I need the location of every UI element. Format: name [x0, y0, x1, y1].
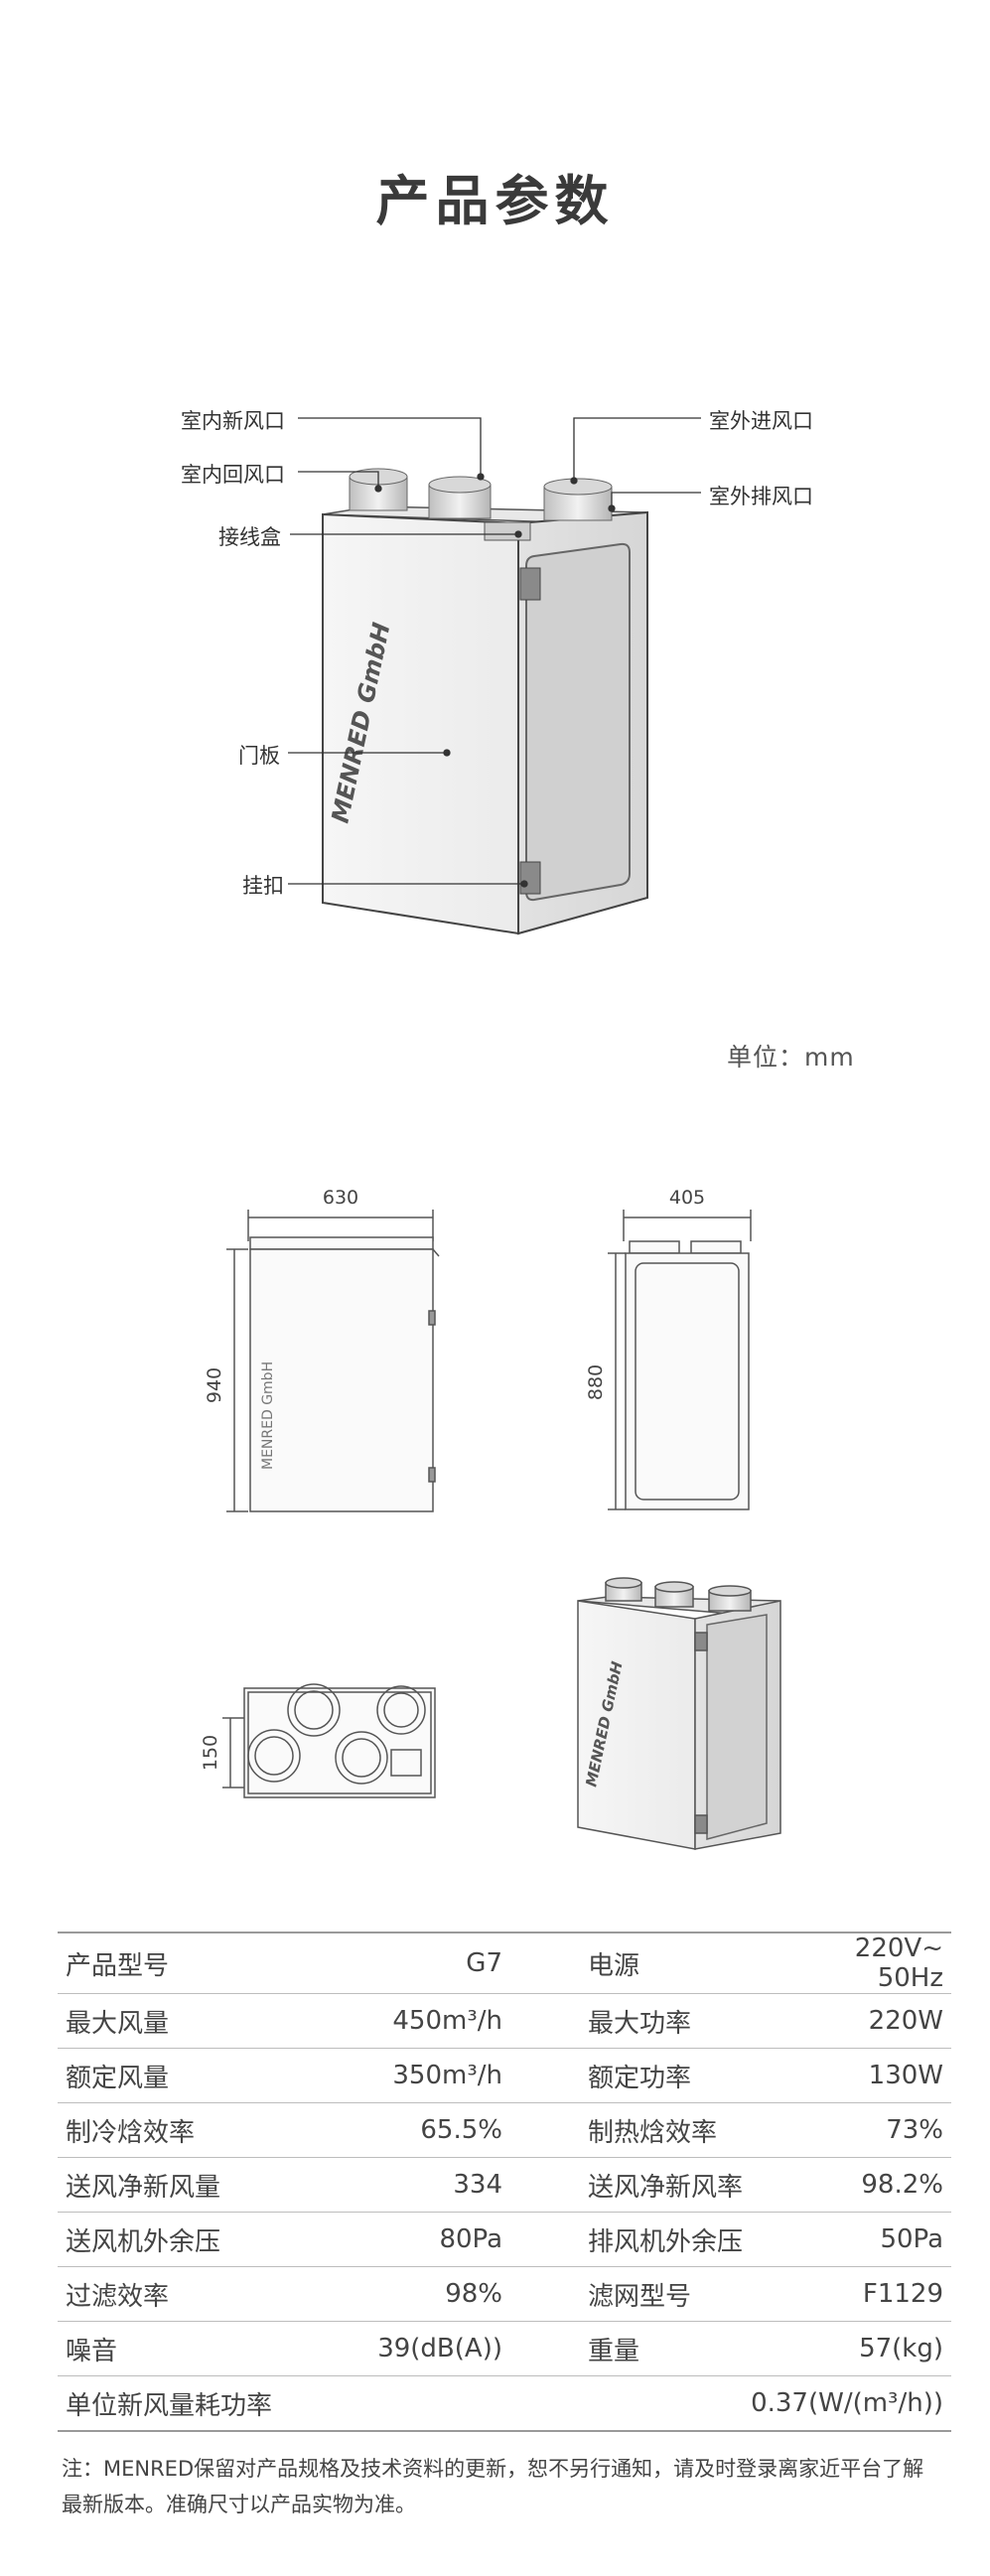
spec-v1: 350m³/h — [314, 2048, 508, 2103]
spec-v1: 98% — [314, 2266, 508, 2322]
spec-v1: 39(dB(A)) — [314, 2321, 508, 2376]
disclaimer-note: 注：MENRED保留对产品规格及技术资料的更新，恕不另行通知，请及时登录离家近平… — [62, 2457, 924, 2516]
spec-k1: 额定风量 — [58, 2048, 314, 2103]
brand-text-front: MENRED GmbH — [260, 1361, 276, 1470]
spec-k2: 送风净新风率 — [588, 2157, 816, 2213]
spec-k-last: 单位新风量耗功率 — [58, 2375, 508, 2432]
label-hook: 挂扣 — [242, 874, 284, 898]
spec-v-last: 0.37(W/(m³/h)) — [508, 2375, 951, 2432]
dim-front-height: 940 — [204, 1367, 225, 1403]
isometric-view-drawing — [577, 1577, 781, 1850]
spec-v2: 57(kg) — [816, 2321, 951, 2376]
spec-k2: 电源 — [588, 1932, 816, 1994]
spec-k2: 排风机外余压 — [588, 2212, 816, 2267]
spec-k1: 送风净新风量 — [58, 2157, 314, 2213]
spec-k1: 过滤效率 — [58, 2266, 314, 2322]
page-title: 产品参数 — [375, 170, 615, 232]
spec-v2: 130W — [816, 2048, 951, 2103]
spec-k1: 产品型号 — [58, 1932, 314, 1994]
spec-k1: 噪音 — [58, 2321, 314, 2376]
label-indoor-fresh-outlet: 室内新风口 — [181, 409, 285, 433]
label-indoor-return-outlet: 室内回风口 — [181, 463, 285, 487]
duct-indoor-fresh-icon — [428, 476, 492, 519]
spec-v1: 65.5% — [314, 2102, 508, 2158]
spec-v2: 50Pa — [816, 2212, 951, 2267]
duct-outdoor-exhaust-icon — [543, 478, 613, 521]
unit-label: 单位：mm — [727, 1043, 855, 1072]
dim-side-height: 880 — [585, 1364, 607, 1400]
spec-v2: 220W — [816, 1993, 951, 2049]
spec-k2: 重量 — [588, 2321, 816, 2376]
label-outdoor-exhaust: 室外排风口 — [709, 485, 813, 508]
spec-k2: 额定功率 — [588, 2048, 816, 2103]
spec-k1: 制冷焓效率 — [58, 2102, 314, 2158]
top-view-drawing — [222, 1683, 436, 1798]
front-view-drawing — [226, 1210, 440, 1512]
spec-k1: 送风机外余压 — [58, 2212, 314, 2267]
label-junction-box: 接线盒 — [218, 525, 281, 549]
label-door-panel: 门板 — [238, 744, 280, 768]
spec-v1: 334 — [314, 2157, 508, 2213]
dim-front-width: 630 — [323, 1187, 358, 1209]
spec-k2: 制热焓效率 — [588, 2102, 816, 2158]
spec-v2: F1129 — [816, 2266, 951, 2322]
spec-v2: 220V~ 50Hz — [816, 1932, 951, 1994]
spec-v1: 450m³/h — [314, 1993, 508, 2049]
spec-v2: 98.2% — [816, 2157, 951, 2213]
product-drawings: MENRED GmbH 630 — [200, 417, 781, 1850]
main-unit-illustration: MENRED GmbH — [288, 417, 701, 935]
spec-v1: G7 — [314, 1932, 508, 1994]
dim-side-depth: 405 — [669, 1187, 705, 1209]
spec-k2: 滤网型号 — [588, 2266, 816, 2322]
spec-k1: 最大风量 — [58, 1993, 314, 2049]
side-view-drawing — [608, 1210, 752, 1510]
spec-k2: 最大功率 — [588, 1993, 816, 2049]
spec-v2: 73% — [816, 2102, 951, 2158]
dim-top-height: 150 — [200, 1735, 221, 1771]
label-outdoor-intake: 室外进风口 — [709, 409, 813, 433]
spec-v1: 80Pa — [314, 2212, 508, 2267]
